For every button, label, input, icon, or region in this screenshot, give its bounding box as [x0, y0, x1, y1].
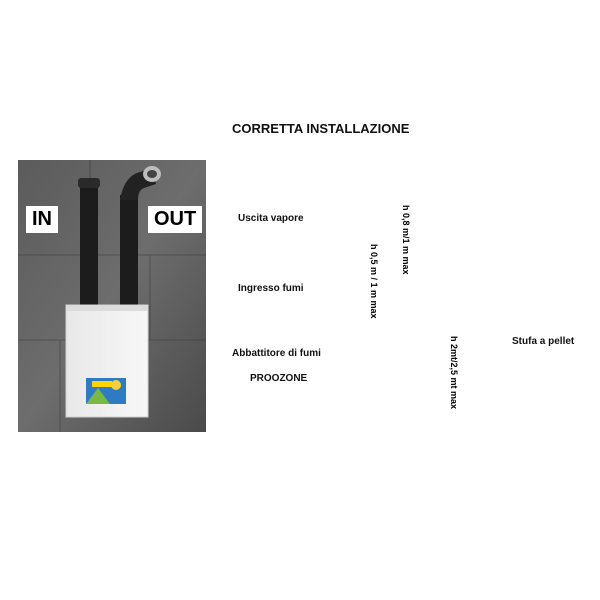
label-stufa-pellet: Stufa a pellet: [512, 336, 575, 347]
measure-mid-vertical: h 0,5 m / 1 m max: [369, 244, 379, 319]
measure-top-vertical: h 0,8 m/1 m max: [401, 205, 411, 275]
out-pipe: [120, 195, 138, 312]
diagram-title: CORRETTA INSTALLAZIONE: [232, 121, 410, 136]
label-uscita-vapore: Uscita vapore: [238, 213, 304, 224]
in-pipe: [80, 182, 98, 312]
prozone-logo: [86, 378, 126, 404]
label-proozone: PROOZONE: [250, 373, 308, 384]
in-label: IN: [26, 206, 58, 233]
out-label: OUT: [148, 206, 203, 233]
product-photo: [18, 160, 206, 432]
label-ingresso-fumi: Ingresso fumi: [238, 283, 304, 294]
measure-right-vertical: h 2mt/2,5 mt max: [449, 336, 459, 410]
label-abbattitore: Abbattitore di fumi: [232, 348, 321, 359]
